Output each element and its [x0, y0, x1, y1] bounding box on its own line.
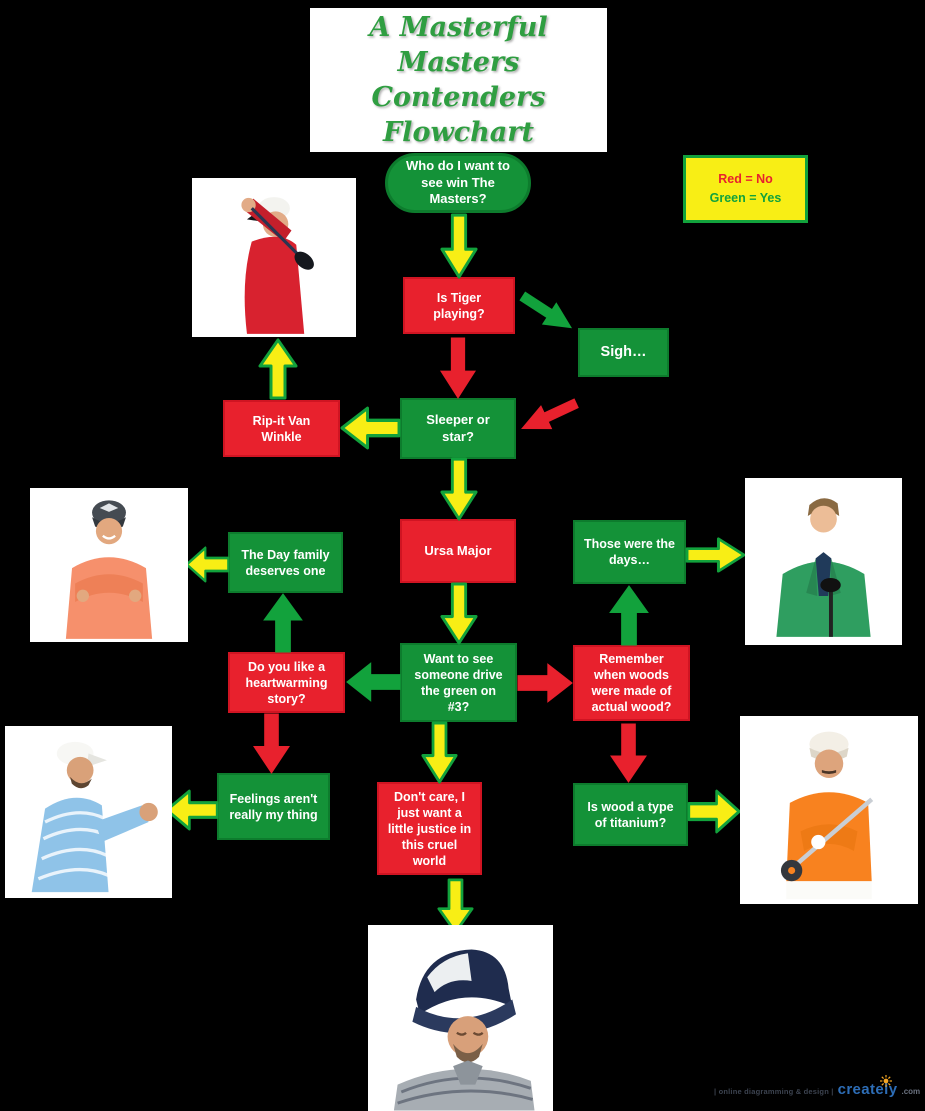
title-box: A Masterful Masters Contenders Flowchart	[310, 8, 607, 152]
node-ursa-major: Ursa Major	[400, 519, 516, 583]
arrow-sigh-to-sleeper	[515, 390, 583, 442]
arrow-down-sleeper-to-ursa	[440, 457, 478, 521]
node-drive-the-green: Want to see someone drive the green on #…	[400, 643, 517, 722]
legend-red-label: Red = No	[718, 171, 773, 186]
node-rip-it-van-winkle: Rip-it Van Winkle	[223, 400, 340, 457]
arrow-down-start-to-tiger	[440, 213, 478, 279]
node-sleeper-or-star-label: Sleeper or star?	[426, 411, 490, 444]
title-line-2: Masters Contenders	[371, 46, 546, 113]
photo-golfer-swing-red	[192, 178, 356, 337]
node-ursa-major-label: Ursa Major	[424, 542, 492, 558]
arrow-yes-drive-green-to-heartwarming	[346, 661, 401, 703]
title-line-1: A Masterful	[369, 11, 548, 43]
arrow-right-those-days-to-photo	[685, 537, 746, 573]
golfer-swing-illustration	[241, 197, 314, 334]
node-heartwarming-story-label: Do you like a heartwarming story?	[245, 659, 328, 706]
legend-box: Red = No Green = Yes	[683, 155, 808, 223]
watermark-brand-text: creately	[837, 1081, 898, 1098]
photo-golfer-arms-crossed	[30, 488, 188, 642]
node-remember-woods-label: Remember when woods were made of actual …	[591, 652, 672, 714]
photo-golfer-fist-pump	[5, 726, 172, 898]
node-is-tiger-playing-label: Is Tiger playing?	[433, 290, 485, 321]
node-heartwarming-story: Do you like a heartwarming story?	[228, 652, 345, 713]
arrow-left-day-family-to-photo	[185, 546, 230, 583]
arrow-no-tiger-to-sleeper	[439, 337, 477, 399]
node-start-label: Who do I want to see win The Masters?	[406, 158, 510, 207]
golfer-green-jacket-illustration	[776, 498, 871, 637]
node-sleeper-or-star: Sleeper or star?	[400, 398, 516, 459]
node-dont-care: Don't care, I just want a little justice…	[377, 782, 482, 875]
watermark-caption: | online diagramming & design |	[714, 1087, 834, 1096]
node-remember-woods: Remember when woods were made of actual …	[573, 645, 690, 721]
arrow-no-remember-to-wood-titanium	[609, 723, 648, 783]
node-those-were-the-days: Those were the days…	[573, 520, 686, 584]
arrow-up-ripit-to-photo	[258, 338, 298, 400]
arrow-yes-tiger-to-sigh	[514, 284, 580, 340]
node-dont-care-label: Don't care, I just want a little justice…	[387, 789, 472, 868]
arrow-up-heartwarming-to-day-family	[262, 593, 304, 653]
arrow-right-wood-titanium-to-photo	[687, 789, 741, 834]
watermark: | online diagramming & design | creately…	[714, 1075, 921, 1098]
node-sigh-label: Sigh…	[600, 344, 647, 361]
golfer-fist-pump-illustration	[31, 741, 158, 893]
node-rip-it-van-winkle-label: Rip-it Van Winkle	[252, 413, 311, 444]
arrow-down-dont-care-to-photo	[437, 878, 474, 934]
title-line-3: Flowchart	[383, 117, 534, 149]
watermark-brand: creately	[837, 1075, 898, 1098]
arrow-no-heartwarming-to-feelings	[252, 713, 291, 774]
watermark-tld: .com	[901, 1087, 921, 1096]
arrow-up-remember-to-those-days	[608, 585, 650, 646]
arrow-left-sleeper-to-ripit	[340, 406, 401, 450]
legend-green-label: Green = Yes	[709, 191, 782, 205]
node-sigh: Sigh…	[578, 328, 669, 377]
arrow-down-drive-green-to-dont-care	[421, 721, 458, 784]
arrow-down-ursa-to-drive-green	[440, 582, 478, 645]
node-is-tiger-playing: Is Tiger playing?	[403, 277, 515, 334]
golfer-arms-crossed-illustration	[65, 500, 153, 639]
node-those-were-the-days-label: Those were the days…	[584, 537, 675, 567]
node-start: Who do I want to see win The Masters?	[385, 153, 531, 213]
golfer-orange-polo-illustration	[780, 731, 874, 899]
sunburst-icon	[879, 1075, 892, 1087]
photo-golfer-green-jacket	[745, 478, 902, 645]
node-drive-the-green-label: Want to see someone drive the green on #…	[414, 651, 503, 714]
golfer-looking-down-illustration	[393, 949, 535, 1111]
node-day-family: The Day family deserves one	[228, 532, 343, 593]
node-feelings: Feelings aren't really my thing	[217, 773, 330, 840]
arrow-no-drive-green-to-remember	[517, 662, 573, 704]
node-feelings-label: Feelings aren't really my thing	[229, 791, 318, 822]
arrow-left-feelings-to-photo	[165, 789, 219, 831]
photo-golfer-orange-polo	[740, 716, 918, 904]
node-wood-titanium: Is wood a type of titanium?	[573, 783, 688, 846]
node-day-family-label: The Day family deserves one	[241, 547, 330, 578]
node-wood-titanium-label: Is wood a type of titanium?	[587, 799, 674, 830]
photo-golfer-looking-down	[368, 925, 553, 1111]
